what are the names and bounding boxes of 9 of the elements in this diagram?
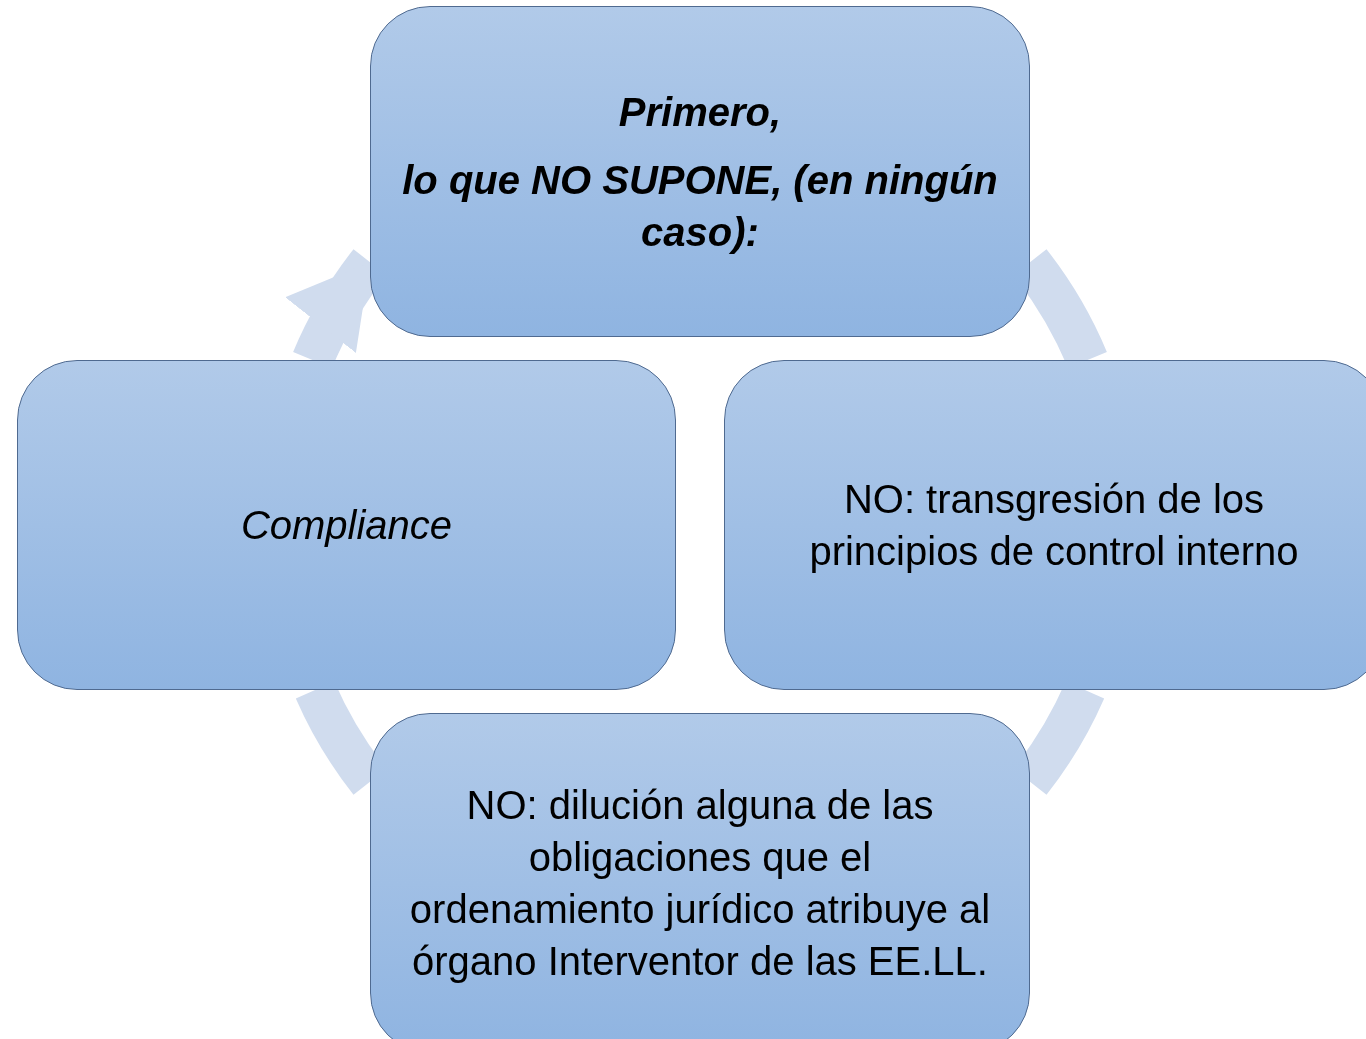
box-text: lo que NO SUPONE, (en ningún caso):	[401, 156, 999, 256]
rounded-box	[724, 360, 1366, 690]
rounded-box	[370, 713, 1030, 1039]
box-text: NO: transgresión de los principios de control interno	[808, 476, 1300, 575]
rounded-box	[17, 360, 676, 690]
box-text: NO: dilución alguna de las obligaciones que el ordenamiento jurídico atribuye al órgano Interventor de las EE.LL.	[408, 782, 992, 985]
box-text: Compliance	[240, 502, 453, 549]
rounded-box	[370, 6, 1030, 337]
box-text: Primero,	[618, 88, 782, 136]
